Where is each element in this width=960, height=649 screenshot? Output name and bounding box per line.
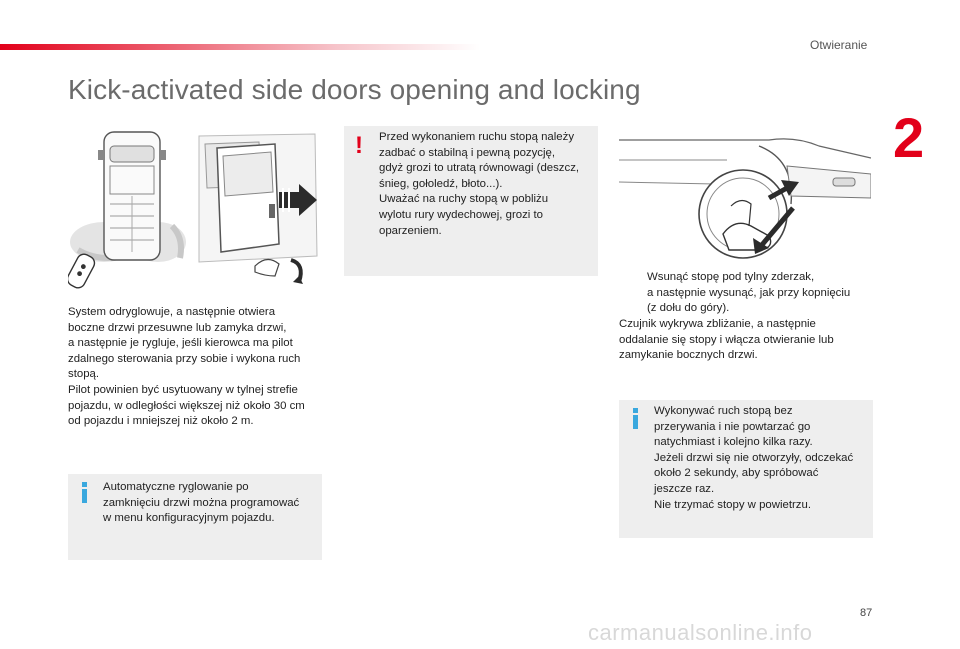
text-line: Pilot powinien być usytuowany w tylnej s… [68, 383, 298, 396]
page-title: Kick-activated side doors opening and lo… [68, 74, 641, 105]
text-line: Automatyczne ryglowanie po [103, 481, 249, 493]
header-accent-bar [0, 44, 480, 50]
text-line: zamknięciu drzwi można programować [103, 496, 300, 509]
text-line: Czujnik wykrywa zbliżanie, a następnie [619, 318, 816, 330]
chapter-number: 2 [893, 106, 925, 169]
text-line: około 2 sekundy, aby spróbować [654, 467, 819, 480]
warning-box: ! Przed wykonaniem ruchu stopą należy za… [344, 126, 598, 276]
sliding-door-illustration [198, 133, 318, 284]
van-top-view-illustration [68, 131, 186, 289]
text-line: Jeżeli drzwi się nie otworzyły, odczekać [654, 451, 854, 464]
text-line: jeszcze raz. [654, 482, 715, 495]
text-line: zamykanie bocznych drzwi. [619, 349, 758, 362]
watermark-text: carmanualsonline.info [588, 620, 813, 645]
text-line: w menu konfiguracyjnym pojazdu. [103, 512, 275, 525]
text-line: oddalanie się stopy i włącza otwieranie … [619, 333, 834, 346]
text-line: zdalnego sterowania przy sobie i wykona … [68, 352, 301, 365]
text-line: gdyż grozi to utratą równowagi (deszcz, [379, 162, 580, 175]
text-line: wylotu rury wydechowej, grozi to [379, 208, 543, 221]
section-title: Otwieranie [810, 38, 868, 52]
remote-key-fob-icon [68, 253, 96, 289]
text-line: pojazdu, w odległości większej niż około… [68, 399, 305, 412]
text-line: a następnie wysunąć, jak przy kopnięciu [647, 286, 851, 299]
text-line: a następnie je rygluje, jeśli kierowca m… [68, 337, 293, 350]
text-line: boczne drzwi przesuwne lub zamyka drzwi, [68, 321, 287, 334]
text-line: stopą. [68, 368, 100, 381]
text-line: oparzeniem. [379, 224, 442, 237]
rear-bumper-kick-illustration [619, 138, 871, 259]
warning-icon: ! [355, 132, 363, 159]
text-line: Wsunąć stopę pod tylny zderzak, [647, 271, 815, 283]
instruction-bullet: Wsunąć stopę pod tylny zderzak, a następ… [619, 270, 874, 317]
sensor-paragraph: Czujnik wykrywa zbliżanie, a następnie o… [619, 317, 874, 364]
text-line: od pojazdu i mniejszej niż około 2 m. [68, 415, 254, 428]
info-box-kick-tips: Wykonywać ruch stopą bez przerywania i n… [619, 400, 873, 538]
info-box-autolock: Automatyczne ryglowanie po zamknięciu dr… [68, 474, 322, 560]
text-line: Uważać na ruchy stopą w pobliżu [379, 193, 549, 206]
text-line: Wykonywać ruch stopą bez [654, 405, 793, 417]
text-line: System odryglowuje, a następnie otwiera [68, 306, 276, 318]
text-line: przerywania i nie powtarzać go [654, 420, 811, 433]
description-paragraph: System odryglowuje, a następnie otwiera … [68, 305, 338, 430]
text-line: zadbać o stabilną i pewną pozycję, [379, 146, 556, 159]
text-line: natychmiast i kolejno kilka razy. [654, 436, 813, 449]
text-line: Przed wykonaniem ruchu stopą należy [379, 131, 575, 143]
page-number: 87 [860, 607, 873, 619]
text-line: Nie trzymać stopy w powietrzu. [654, 498, 811, 511]
text-line: śnieg, gołoledź, błoto...). [379, 177, 503, 190]
text-line: (z dołu do góry). [647, 302, 730, 315]
